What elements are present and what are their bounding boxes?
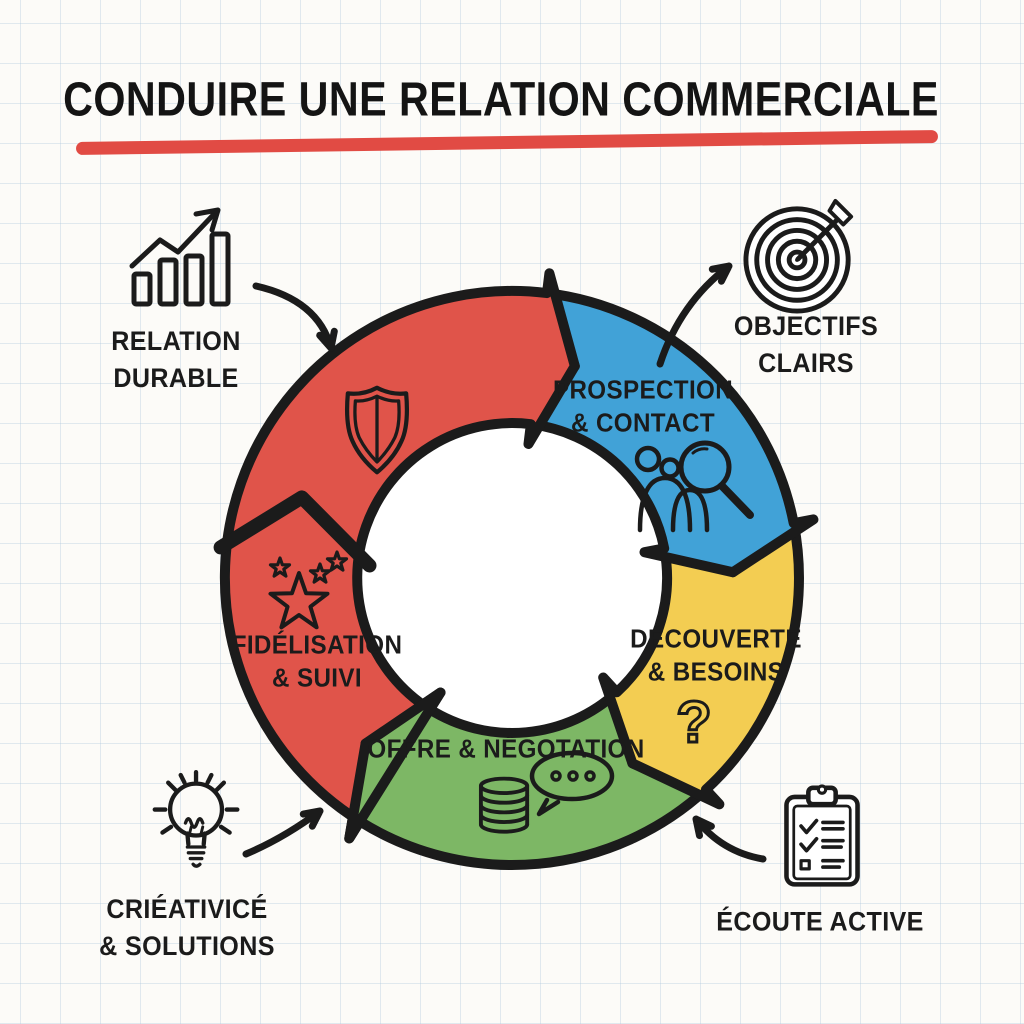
connector-ecoute-arrow-icon [692,815,767,863]
target-arrow-icon [743,198,854,314]
growth-chart-icon [129,207,231,307]
connector-creativite-arrow-icon [242,807,324,858]
label-line: ÉCOUTE ACTIVE [716,906,924,937]
label-line: & SUIVI [272,663,362,693]
clipboard-checklist-icon [784,784,860,887]
connector-objectifs-clairs-arrow-icon [656,262,733,368]
flow-chevron-icon [213,490,377,573]
magnifying-glass-icon [678,440,754,519]
label-line: FIDÉLISATION [231,629,403,660]
segment-label-fidelisation: FIDÉLISATION& SUIVI [232,629,403,696]
callout-label-objectifs-clairs: OBJECTIFS CLAIRS [734,308,878,383]
label-line: OBJECTIFS [733,310,879,341]
segment-label-prospection: PROSPECTION& CONTACT [553,374,733,441]
label-line: DURABLE [113,363,239,393]
stars-icon [268,550,349,630]
label-line: CLAIRS [758,348,854,378]
people-icon [634,445,710,533]
label-line: & CONTACT [571,408,715,438]
label-line: PROSPECTION [552,374,734,405]
segment-label-decouverte: DÉCOUVERTE& BESOINS [630,623,802,690]
donut-hole [350,416,674,740]
shield-icon [344,385,410,475]
lightbulb-icon [152,769,240,868]
connector-relation-durable-arrow-icon [252,282,338,352]
coins-stack-icon [478,776,530,834]
callout-label-relation-durable: RELATION DURABLE [111,323,240,398]
label-line: RELATION [111,325,241,356]
label-line: CRIÉATIVICÉ [106,893,268,924]
question-mark-icon: ? [675,689,713,757]
label-line: OFFRE & NÉGOTATION [367,733,645,764]
callout-label-creativite: CRIÉATIVICÉ & SOLUTIONS [99,891,275,966]
label-line: & BESOINS [647,657,785,687]
question-mark-glyph: ? [676,690,711,755]
people-magnifier-icons [634,440,754,533]
cycle-segment-tip-offre-negotation [344,687,446,844]
cycle-segment-fidelisation-suivi [219,268,580,827]
segment-label-offre: OFFRE & NÉGOTATION [367,732,644,765]
callout-label-ecoute: ÉCOUTE ACTIVE [716,903,924,940]
speech-bubble-icon [529,750,615,817]
label-line: DÉCOUVERTE [630,623,802,654]
cycle-segment-decouverte-besoins [598,518,804,810]
label-line: & SOLUTIONS [99,931,275,961]
page-title: CONDUIRE UNE RELATION COMMERCIALE [63,73,939,127]
